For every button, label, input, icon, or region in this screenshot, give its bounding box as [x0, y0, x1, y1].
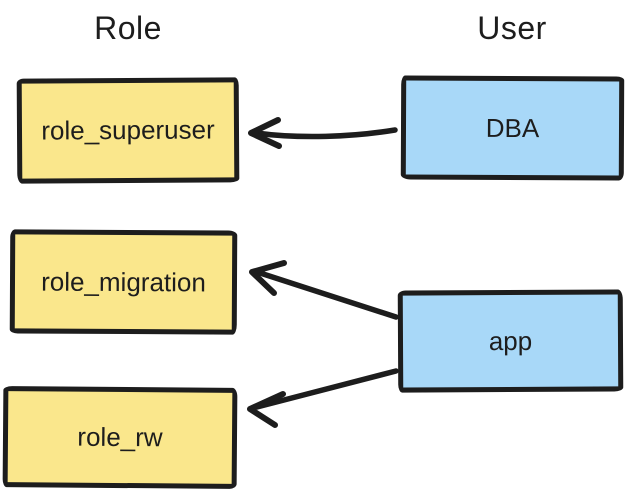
node-label-role-migration: role_migration: [41, 266, 206, 297]
node-role-migration: role_migration: [9, 229, 238, 335]
node-label-app: app: [488, 325, 533, 356]
node-label-role-rw: role_rw: [77, 421, 163, 453]
column-title-role: Role: [94, 10, 162, 46]
node-label-role-superuser: role_superuser: [41, 114, 215, 146]
node-user-dba: DBA: [400, 75, 625, 181]
arrow-app-to-role-migration: [249, 260, 399, 320]
arrow-dba-to-role-superuser: [248, 117, 398, 149]
node-label-dba: DBA: [485, 112, 540, 143]
column-title-user: User: [477, 10, 547, 46]
node-role-rw: role_rw: [2, 386, 238, 489]
arrow-app-to-role-rw: [247, 368, 399, 428]
node-user-app: app: [397, 289, 624, 393]
node-role-superuser: role_superuser: [16, 77, 240, 184]
